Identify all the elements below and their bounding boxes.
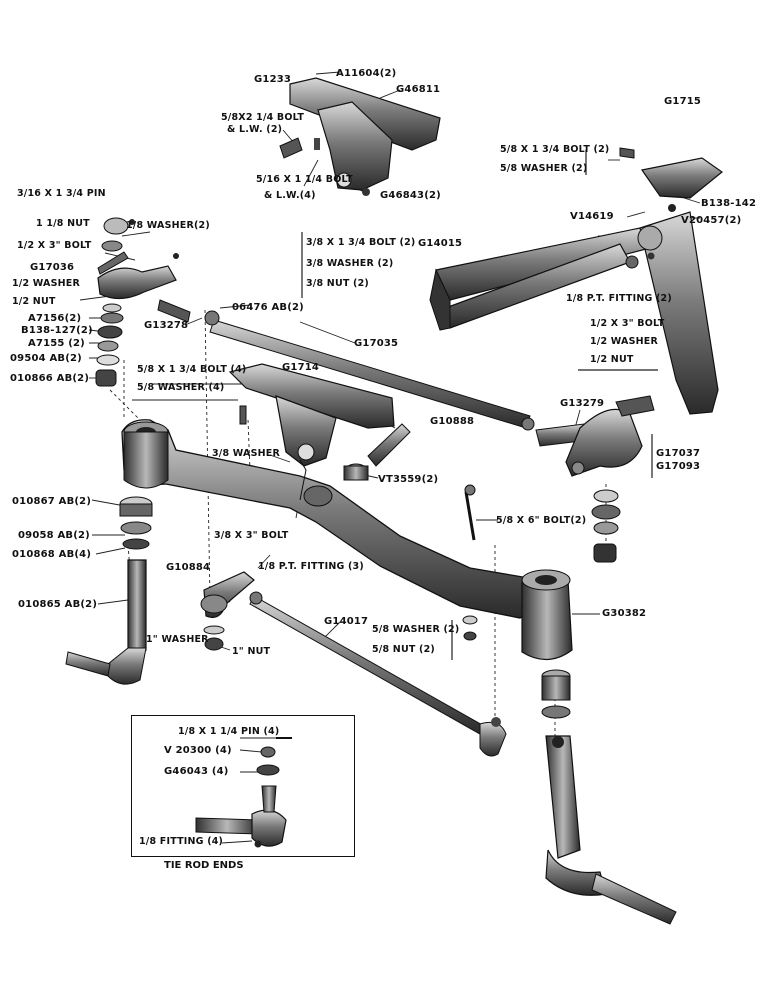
label-g10884: G10884 [166, 562, 211, 573]
label-g30382: G30382 [602, 608, 647, 619]
label-washer-1: 1" WASHER [146, 634, 209, 645]
label-a7155: A7155 (2) [28, 338, 85, 349]
right-steering-arm [535, 395, 655, 563]
label-v20300: V 20300 (4) [164, 745, 232, 756]
label-bolt-3-8x1-3-4-2: 3/8 X 1 3/4 BOLT (2) [306, 237, 416, 248]
label-nut-1-2-right: 1/2 NUT [590, 354, 634, 365]
label-washer-1-8-2: 1/8 WASHER(2) [126, 220, 210, 231]
front-axle [121, 419, 573, 661]
label-pt-fitting-2: 1/8 P.T. FITTING (2) [566, 293, 672, 304]
left-spindle [65, 559, 147, 685]
label-washer-5-8-4: 5/8 WASHER (4) [137, 382, 225, 393]
label-washer-5-8-2b: 5/8 WASHER (2) [372, 624, 460, 635]
label-v14619: V14619 [570, 211, 614, 222]
label-09504ab: 09504 AB(2) [10, 353, 82, 364]
label-bolt-1-2x3-right: 1/2 X 3" BOLT [590, 318, 665, 329]
label-g17037: G17037 [656, 448, 701, 459]
label-washer-3-8: 3/8 WASHER [212, 448, 280, 459]
tie-rod-ends-box [131, 715, 355, 857]
label-washer-3-8-2: 3/8 WASHER (2) [306, 258, 394, 269]
radius-rod [429, 147, 723, 415]
label-nut-5-8-2: 5/8 NUT (2) [372, 644, 435, 655]
tie-rod-end-detail [195, 737, 292, 848]
label-g1233: G1233 [254, 74, 292, 85]
right-spindle [541, 669, 677, 925]
pivot-bracket [228, 363, 395, 467]
label-fitting-1-8: 1/8 FITTING (4) [139, 836, 224, 847]
label-bolt-5-8x6: 5/8 X 6" BOLT(2) [496, 515, 587, 526]
label-g46043: G46043 (4) [164, 766, 229, 777]
label-g14015: G14015 [418, 238, 463, 249]
label-pt-fitting-3: 1/8 P.T. FITTING (3) [258, 561, 364, 572]
label-vt3559: VT3559(2) [378, 474, 439, 485]
tie-rod [249, 591, 507, 757]
left-steering-arm [95, 217, 191, 387]
label-a7156: A7156(2) [28, 313, 82, 324]
label-g17093: G17093 [656, 461, 701, 472]
label-bolt-5-8x1-3-4-2: 5/8 X 1 3/4 BOLT (2) [500, 144, 610, 155]
label-g46811: G46811 [396, 84, 441, 95]
label-b138-142: B138-142 [701, 198, 757, 209]
label-b138-127: B138-127(2) [21, 325, 93, 336]
label-g17035: G17035 [354, 338, 399, 349]
drag-link [204, 310, 535, 431]
tie-rod-ends-caption: TIE ROD ENDS [164, 860, 244, 871]
label-bolt-3-8x3: 3/8 X 3" BOLT [214, 530, 289, 541]
label-010867ab: 010867 AB(2) [12, 496, 92, 507]
label-washer-1-2-right: 1/2 WASHER [590, 336, 658, 347]
label-g13279: G13279 [560, 398, 605, 409]
label-g1714: G1714 [282, 362, 320, 373]
label-a11604: A11604(2) [336, 68, 397, 79]
left-bearings [119, 496, 153, 550]
label-lw2: & L.W. (2) [227, 124, 283, 135]
label-pin-3-16: 3/16 X 1 3/4 PIN [17, 188, 106, 199]
label-g17036: G17036 [30, 262, 75, 273]
label-bolt-5-8x1-3-4-4: 5/8 X 1 3/4 BOLT (4) [137, 364, 247, 375]
label-bolt-5-16x1-1-4: 5/16 X 1 1/4 BOLT [256, 174, 353, 185]
label-nut-1: 1" NUT [232, 646, 271, 657]
label-washer-1-2-left: 1/2 WASHER [12, 278, 80, 289]
label-010866ab: 010866 AB(2) [10, 373, 90, 384]
label-06476ab: 06476 AB(2) [232, 302, 304, 313]
label-g14017: G14017 [324, 616, 369, 627]
label-09058ab: 09058 AB(2) [18, 530, 90, 541]
label-g13278: G13278 [144, 320, 189, 331]
pivot-pin [343, 423, 411, 481]
label-g10888: G10888 [430, 416, 475, 427]
idler-arm [200, 571, 255, 651]
label-washer-5-8-2: 5/8 WASHER (2) [500, 163, 588, 174]
label-bolt-1-2x3-left: 1/2 X 3" BOLT [17, 240, 92, 251]
label-nut-3-8-2: 3/8 NUT (2) [306, 278, 369, 289]
label-v20457: V20457(2) [681, 215, 742, 226]
label-010865ab: 010865 AB(2) [18, 599, 98, 610]
label-pin-1-8x1-1-4: 1/8 X 1 1/4 PIN (4) [178, 726, 280, 737]
label-lw4: & L.W.(4) [264, 190, 316, 201]
label-g1715: G1715 [664, 96, 702, 107]
label-bolt-5-8x2-1-4: 5/8X2 1/4 BOLT [221, 112, 305, 123]
front-bracket [279, 77, 441, 196]
label-nut-1-2-left: 1/2 NUT [12, 296, 56, 307]
label-nut-1-1-8: 1 1/8 NUT [36, 218, 90, 229]
label-010868ab: 010868 AB(4) [12, 549, 92, 560]
label-g46843: G46843(2) [380, 190, 441, 201]
